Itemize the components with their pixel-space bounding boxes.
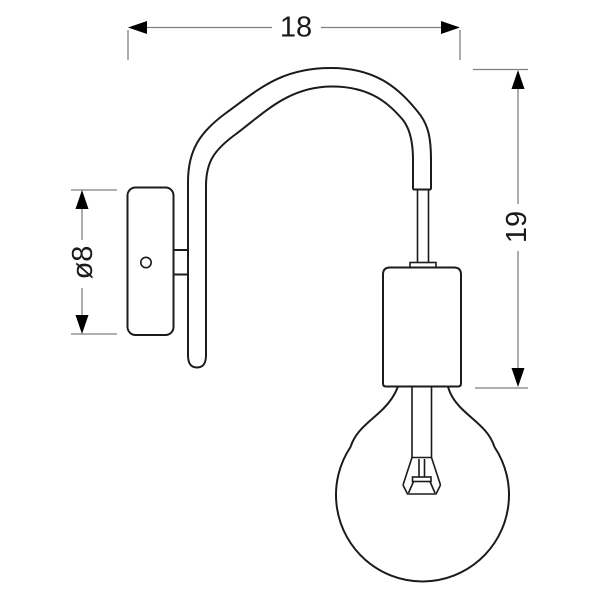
lamp-cord (416, 190, 430, 263)
stem-facet-lines (407, 481, 436, 494)
stem-flare-lines (402, 457, 442, 486)
width-arrow-left-icon (128, 21, 147, 34)
stem-tube-lines (411, 386, 433, 459)
diameter-dimension: ø8 (67, 189, 117, 335)
diameter-arrow-bottom-icon (75, 315, 89, 334)
diameter-arrow-top-icon (75, 190, 89, 209)
height-extension-lines (473, 68, 528, 389)
mounting-bracket (172, 249, 189, 276)
lamp-fixture (126, 66, 510, 583)
height-arrow-bottom-icon (511, 368, 525, 387)
diameter-dimension-label: ø8 (67, 246, 99, 280)
lamp-socket (382, 266, 462, 388)
screw-hole (140, 256, 153, 269)
arm-inner-line (205, 85, 414, 355)
height-dimension-label: 19 (501, 211, 533, 243)
bulb-inner-stem (402, 386, 442, 495)
width-dimension-label: 18 (280, 12, 312, 44)
arm-outer-line (187, 66, 432, 355)
width-dimension: 18 (127, 12, 461, 60)
stem-cup-outline (402, 484, 442, 495)
diameter-extension-lines (71, 189, 117, 335)
bulb-globe (335, 386, 510, 583)
filament-wires (418, 459, 426, 477)
width-extension-lines (127, 30, 461, 60)
arm-bottom-cap (187, 354, 207, 369)
height-dimension: 19 (473, 68, 533, 389)
height-arrow-top-icon (511, 70, 525, 89)
stem-press-bar (411, 476, 432, 483)
width-arrow-right-icon (441, 21, 460, 34)
